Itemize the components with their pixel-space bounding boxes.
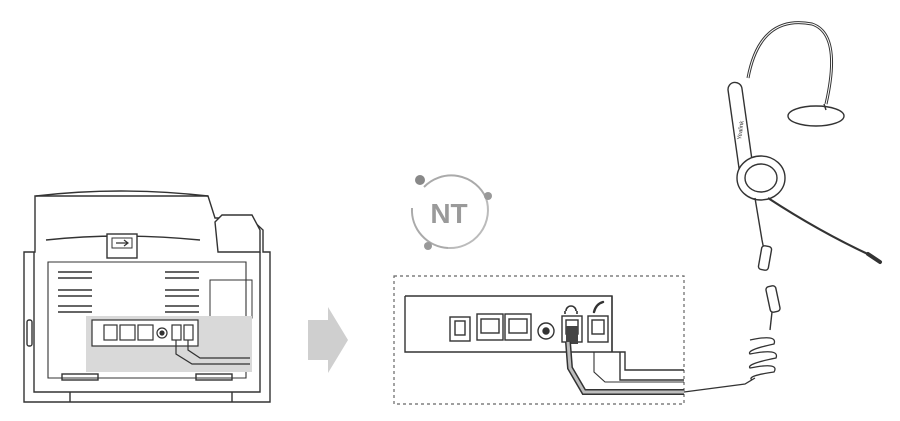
zoom-frame bbox=[393, 275, 685, 405]
headset-brand-label: Yealink bbox=[737, 120, 746, 141]
headset-plug bbox=[565, 326, 684, 395]
handset-port-icon bbox=[592, 300, 605, 314]
nt-logo: NT bbox=[410, 174, 492, 250]
headset-port-icon bbox=[564, 305, 578, 314]
usb-icon bbox=[106, 233, 138, 259]
headset bbox=[727, 21, 882, 381]
zoom-inner-ledge bbox=[593, 352, 684, 383]
zoom-panel bbox=[404, 295, 684, 381]
logo-text: NT bbox=[430, 198, 467, 229]
headset-cable bbox=[683, 377, 756, 393]
phone-port-strip bbox=[91, 319, 199, 347]
phone-cable-route bbox=[175, 340, 250, 365]
right-arrow-icon bbox=[308, 307, 348, 373]
